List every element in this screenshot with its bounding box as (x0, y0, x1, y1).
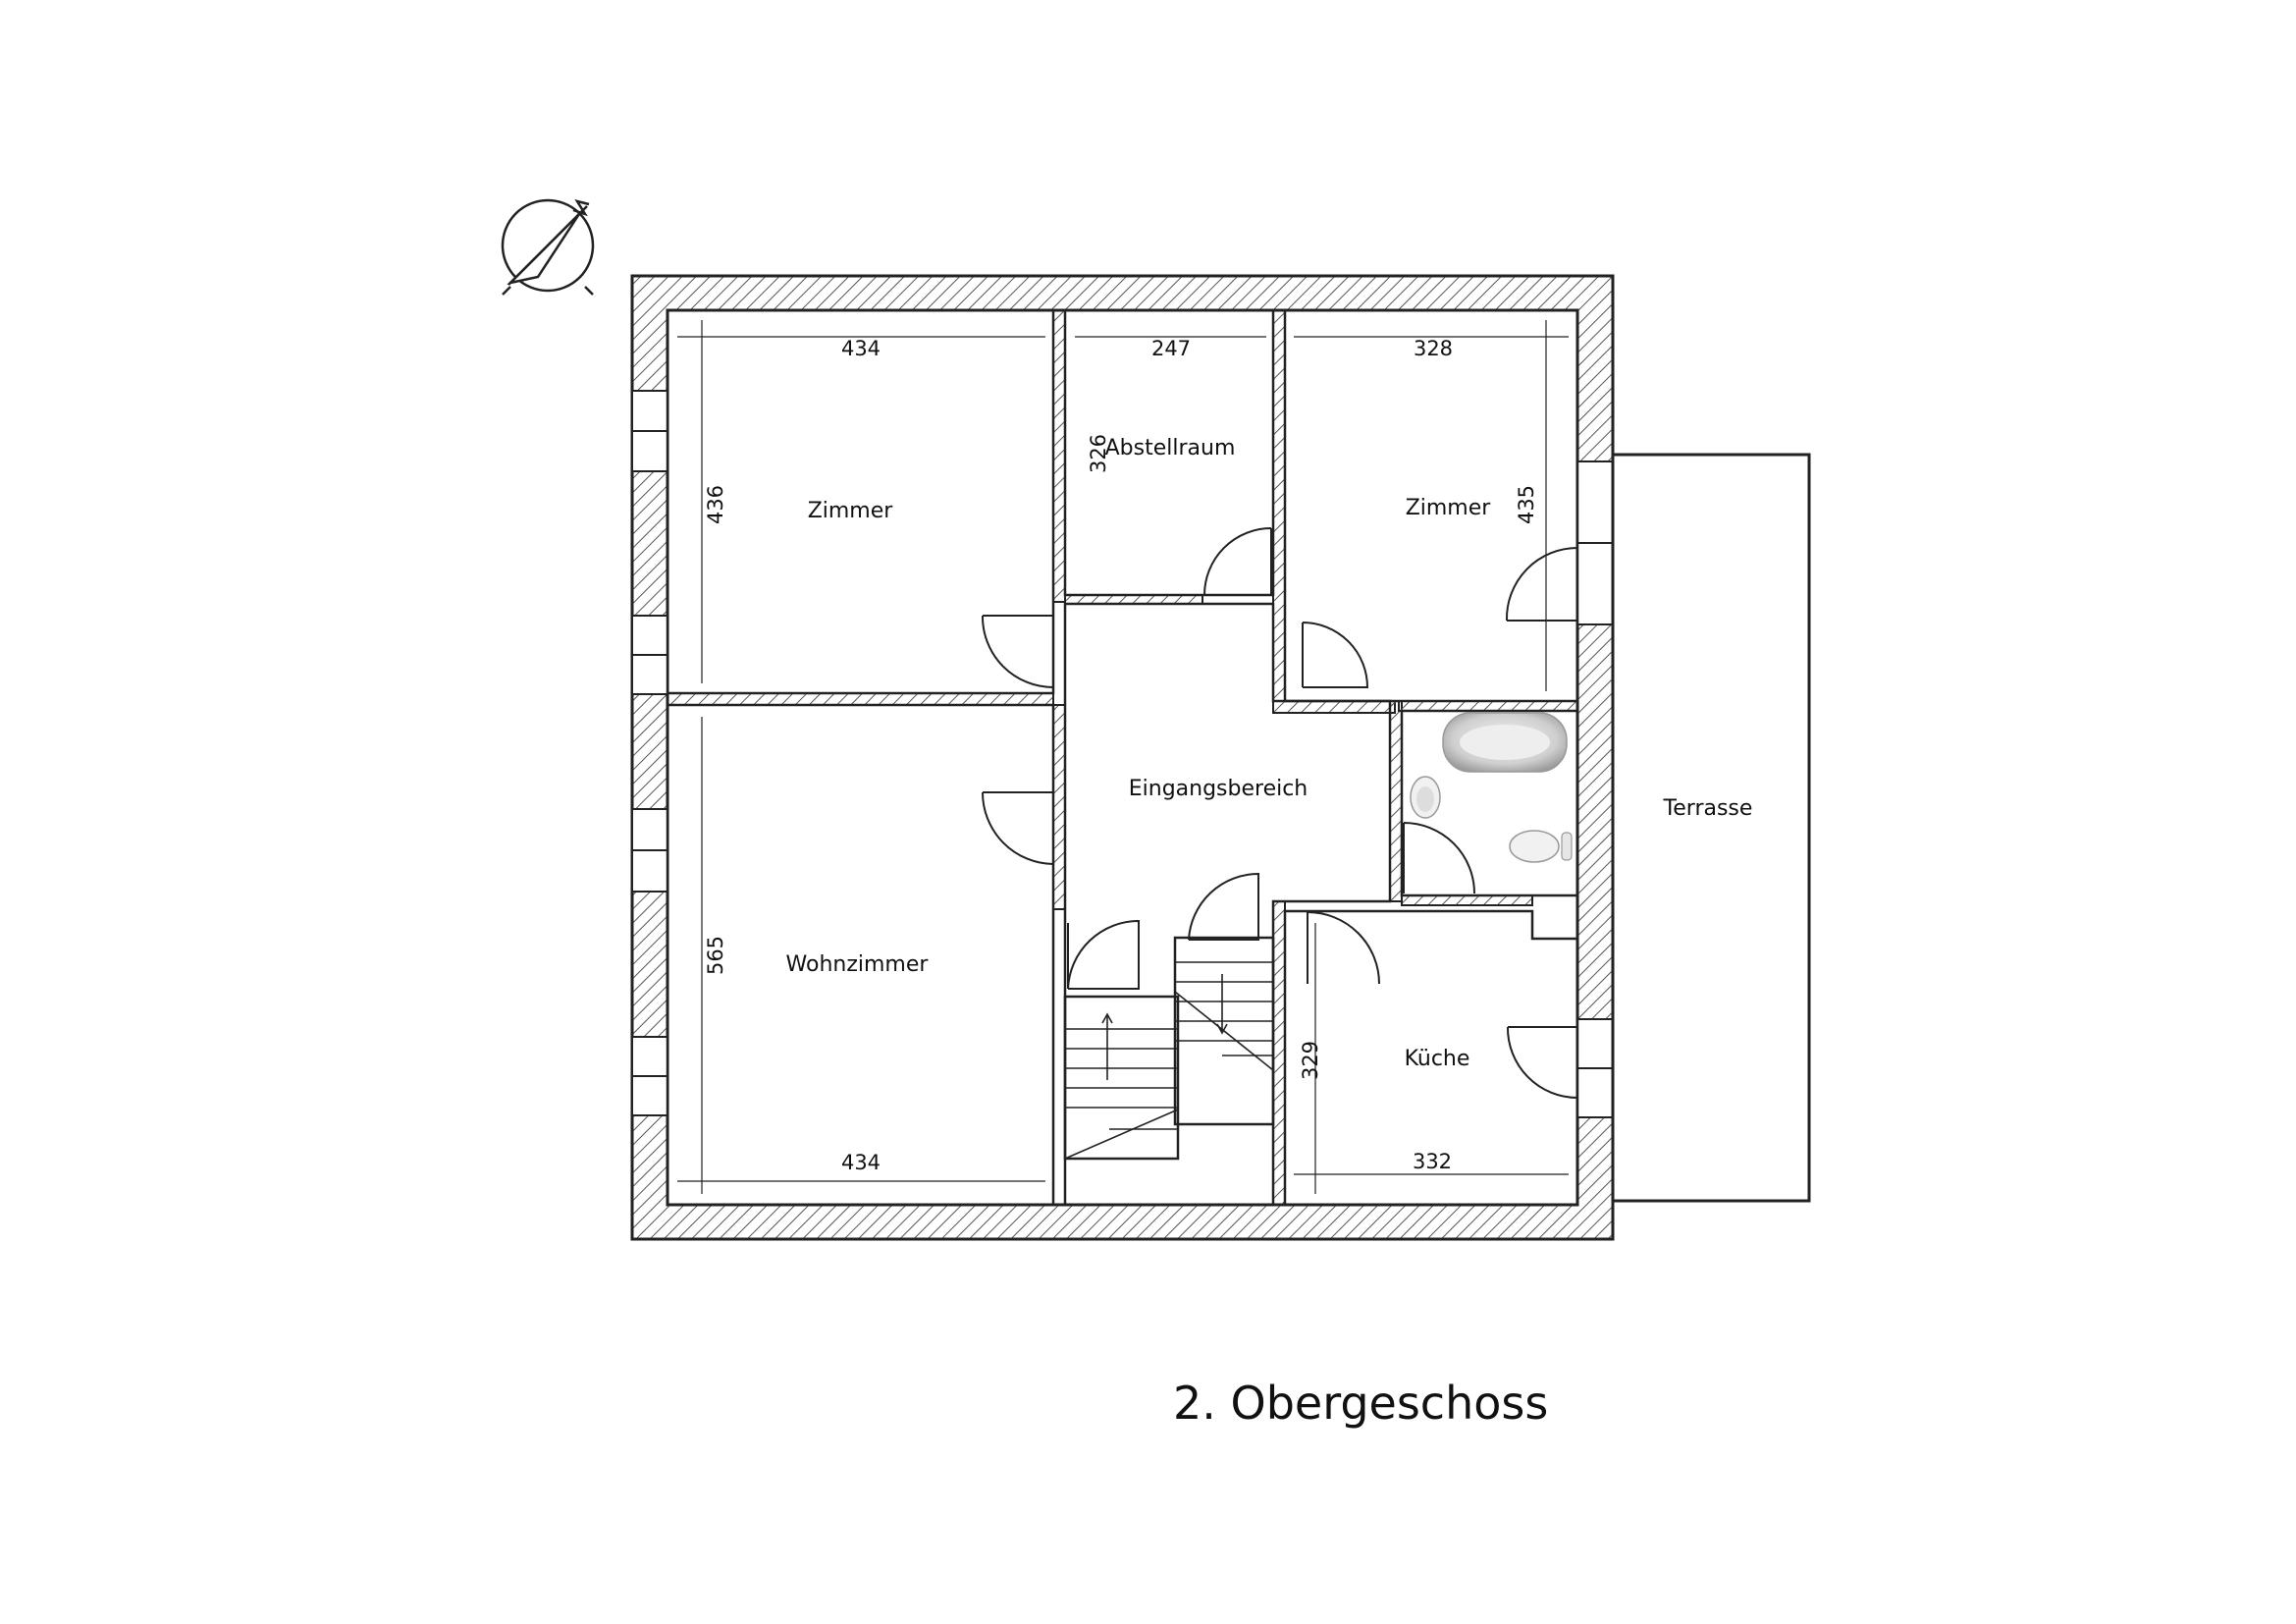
dim-kueche-width: 332 (1413, 1150, 1452, 1173)
terrace (1611, 453, 1811, 1203)
door-abstellraum (1203, 527, 1272, 596)
door-flur-2 (1188, 872, 1259, 941)
label-kueche: Küche (1405, 1047, 1470, 1071)
bathtub-icon (1442, 712, 1568, 773)
door-zimmer-2-right (1505, 547, 1578, 622)
window-left-4 (631, 1036, 668, 1116)
window-right-2 (1576, 1018, 1614, 1118)
staircase-right (1173, 936, 1275, 1126)
door-kueche-right (1506, 1026, 1578, 1099)
door-wohnzimmer (982, 791, 1054, 865)
window-left-3 (631, 808, 668, 893)
label-zimmer-1: Zimmer (808, 499, 894, 523)
doors (981, 527, 1578, 1099)
label-abstellraum: Abstellraum (1105, 436, 1236, 460)
dim-kueche-height: 329 (1299, 1041, 1322, 1080)
door-zimmer-2-left (1302, 622, 1369, 688)
label-terrasse: Terrasse (1663, 796, 1753, 821)
window-left-1 (631, 390, 668, 472)
toilet-icon (1509, 830, 1573, 863)
label-wohnzimmer: Wohnzimmer (786, 952, 930, 977)
window-left-2 (631, 615, 668, 695)
dim-zimmer-1-height: 436 (704, 485, 727, 524)
sink-icon (1410, 776, 1441, 819)
room-zimmer-1 (666, 308, 1055, 695)
room-kueche (1283, 909, 1579, 1207)
dim-wohnzimmer-height: 565 (704, 936, 727, 975)
room-eingangsbereich (1063, 602, 1392, 1207)
dim-wohnzimmer-width: 434 (841, 1151, 881, 1174)
dim-zimmer-1-width: 434 (841, 337, 881, 360)
door-flur-stair (1067, 919, 1140, 990)
staircase-left (1063, 995, 1180, 1161)
label-eingangsbereich: Eingangsbereich (1129, 777, 1308, 801)
room-abstellraum (1063, 308, 1275, 597)
label-zimmer-2: Zimmer (1406, 496, 1492, 520)
room-zimmer-2 (1283, 308, 1579, 703)
dim-zimmer-2-width: 328 (1414, 337, 1453, 360)
room-wohnzimmer (666, 703, 1055, 1207)
door-kueche (1307, 911, 1380, 985)
compass-icon (501, 198, 595, 296)
floor-title: 2. Obergeschoss (1173, 1377, 1549, 1430)
dim-zimmer-2-height: 435 (1515, 485, 1538, 524)
dim-abstellraum-height: 326 (1087, 434, 1110, 473)
door-zimmer-1 (981, 615, 1054, 689)
room-bad (1400, 709, 1579, 897)
dimension-lines (677, 320, 1569, 1194)
window-right-1 (1576, 460, 1614, 625)
dim-abstellraum-width: 247 (1151, 337, 1191, 360)
door-bad (1403, 822, 1475, 894)
